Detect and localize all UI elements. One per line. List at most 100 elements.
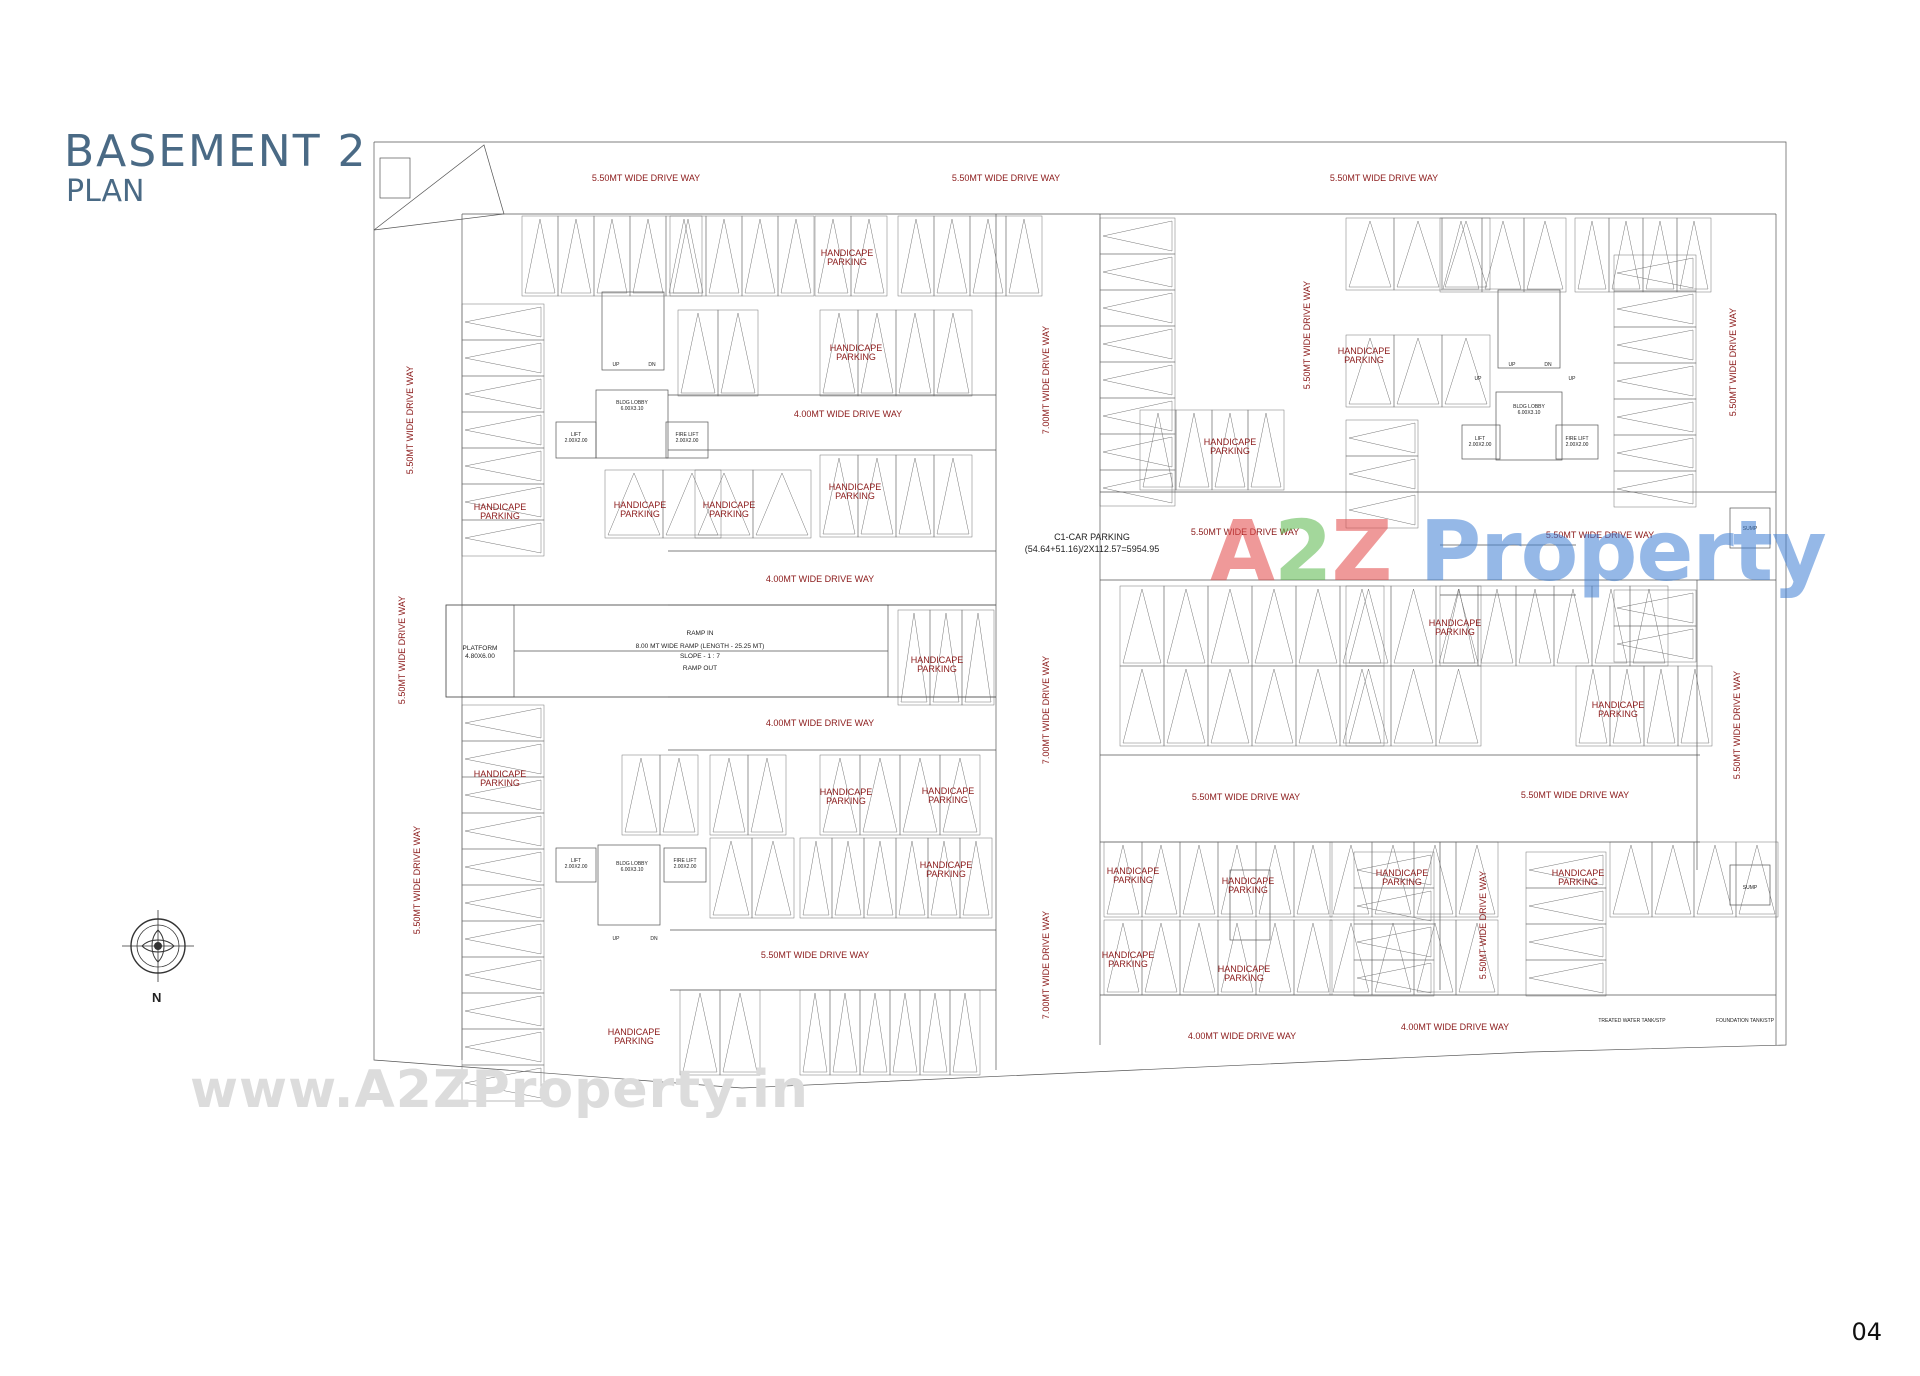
plan-label: PARKING [1382,877,1422,887]
parking-bay-mark [962,840,990,916]
parking-bay-mark [1616,473,1694,505]
site-boundary [373,141,1787,1089]
parking-bay [621,754,661,836]
parking-bay-mark [1106,844,1140,915]
parking-bay [1613,326,1697,364]
parking-bay-mark [1348,458,1416,490]
parking-bay-mark [744,218,776,294]
parking-bay [662,469,722,539]
parking-bay [1735,841,1779,918]
parking-bay-mark [1393,588,1434,664]
plan-label: HANDICAPE [608,1027,661,1037]
parking-bay [1525,923,1607,961]
watermark-logo-part: A [1210,502,1275,600]
parking-bay [752,469,812,539]
plan-label: HANDICAPE [920,860,973,870]
parking-bay-mark [1102,436,1173,468]
plan-label: PARKING [926,869,966,879]
parking-bay-mark [464,378,542,410]
parking-bay-mark [1220,844,1254,915]
parking-bay-mark [1528,962,1604,994]
parking-bay-mark [1348,337,1392,405]
parking-bay [969,215,1007,297]
parking-bay [1613,362,1697,400]
parking-bay-mark [1458,844,1496,915]
plan-label: HANDICAPE [821,248,874,258]
plan-label: 7.00MT WIDE DRIVE WAY [1041,911,1051,1019]
parking-bay-mark [1220,922,1254,993]
parking-bay [1099,325,1176,363]
sump-box [1729,507,1771,549]
parking-bay [1251,665,1297,747]
parking-bay-mark [1526,220,1564,290]
parking-bay-mark [1374,922,1412,993]
parking-bay [939,754,981,836]
parking-bay-mark [464,959,542,991]
parking-bay-mark [1356,926,1432,958]
plan-label: HANDICAPE [911,655,964,665]
compass-label: N [152,990,161,1005]
plan-label: BLDG LOBBY [616,400,648,406]
plan-label: FOUNDATION TANK/STP [1716,1018,1775,1024]
compass-icon [122,910,194,982]
parking-bay [1345,419,1419,457]
parking-bay-mark [930,840,958,916]
plan-label: HANDICAPE [829,482,882,492]
parking-bay-mark [1356,854,1432,886]
parking-bay-mark [1342,668,1382,744]
plan-label: 7.00MT WIDE DRIVE WAY [1041,326,1051,434]
parking-bay-mark [1102,328,1173,360]
parking-bay-mark [1458,922,1496,993]
plan-label: DN [1544,362,1552,368]
plan-label: HANDICAPE [474,769,527,779]
parking-bay-mark [802,840,830,916]
parking-bay-mark [892,992,918,1073]
parking-bay-mark [1396,220,1440,288]
parking-bay-mark [464,450,542,482]
parking-bay [1613,398,1697,436]
plan-label: UP [1475,376,1483,382]
parking-bay [461,812,545,850]
parking-bay-mark [1616,365,1694,397]
parking-bay-mark [1348,494,1416,526]
parking-bay-mark [464,815,542,847]
parking-bay-mark [1646,668,1676,744]
parking-bay-mark [755,472,809,536]
parking-bay [1525,959,1607,997]
plan-label: HANDICAPE [830,343,883,353]
parking-bay-mark [464,306,542,338]
stair-core [597,844,661,926]
plan-label: PARKING [1108,959,1148,969]
parking-bay-mark [1374,844,1412,915]
plan-label: PARKING [928,795,968,805]
parking-bay [895,454,935,538]
plan-label: 5.50MT WIDE DRIVE WAY [1302,281,1312,389]
plan-label: 2.00X2.00 [565,864,588,870]
parking-bay [1119,585,1165,667]
plan-label: RAMP OUT [683,665,717,672]
parking-bay-mark [1008,218,1040,294]
plan-label: 5.50MT WIDE DRIVE WAY [1521,790,1629,800]
parking-bay-mark [802,992,828,1073]
plan-label: UP [1569,376,1577,382]
plan-label: HANDICAPE [474,502,527,512]
parking-bay-mark [1102,472,1173,504]
parking-bay [1609,841,1653,918]
plan-label: 5.50MT WIDE DRIVE WAY [1192,792,1300,802]
parking-bay-mark [464,743,542,775]
parking-bay-mark [1348,588,1389,664]
parking-bay-mark [1102,364,1173,396]
parking-bay-mark [464,522,542,554]
parking-bay-mark [624,757,658,833]
parking-bay-mark [1393,668,1434,744]
parking-bay [961,609,995,706]
parking-bay [1393,334,1443,408]
parking-bay-mark [464,923,542,955]
parking-bay [741,215,779,297]
fire-lift-box [1555,424,1599,460]
parking-bay-mark [1528,926,1604,958]
parking-bay-mark [1250,412,1282,488]
parking-bay-mark [1166,588,1206,664]
parking-bay [461,447,545,485]
parking-bay-mark [832,992,858,1073]
